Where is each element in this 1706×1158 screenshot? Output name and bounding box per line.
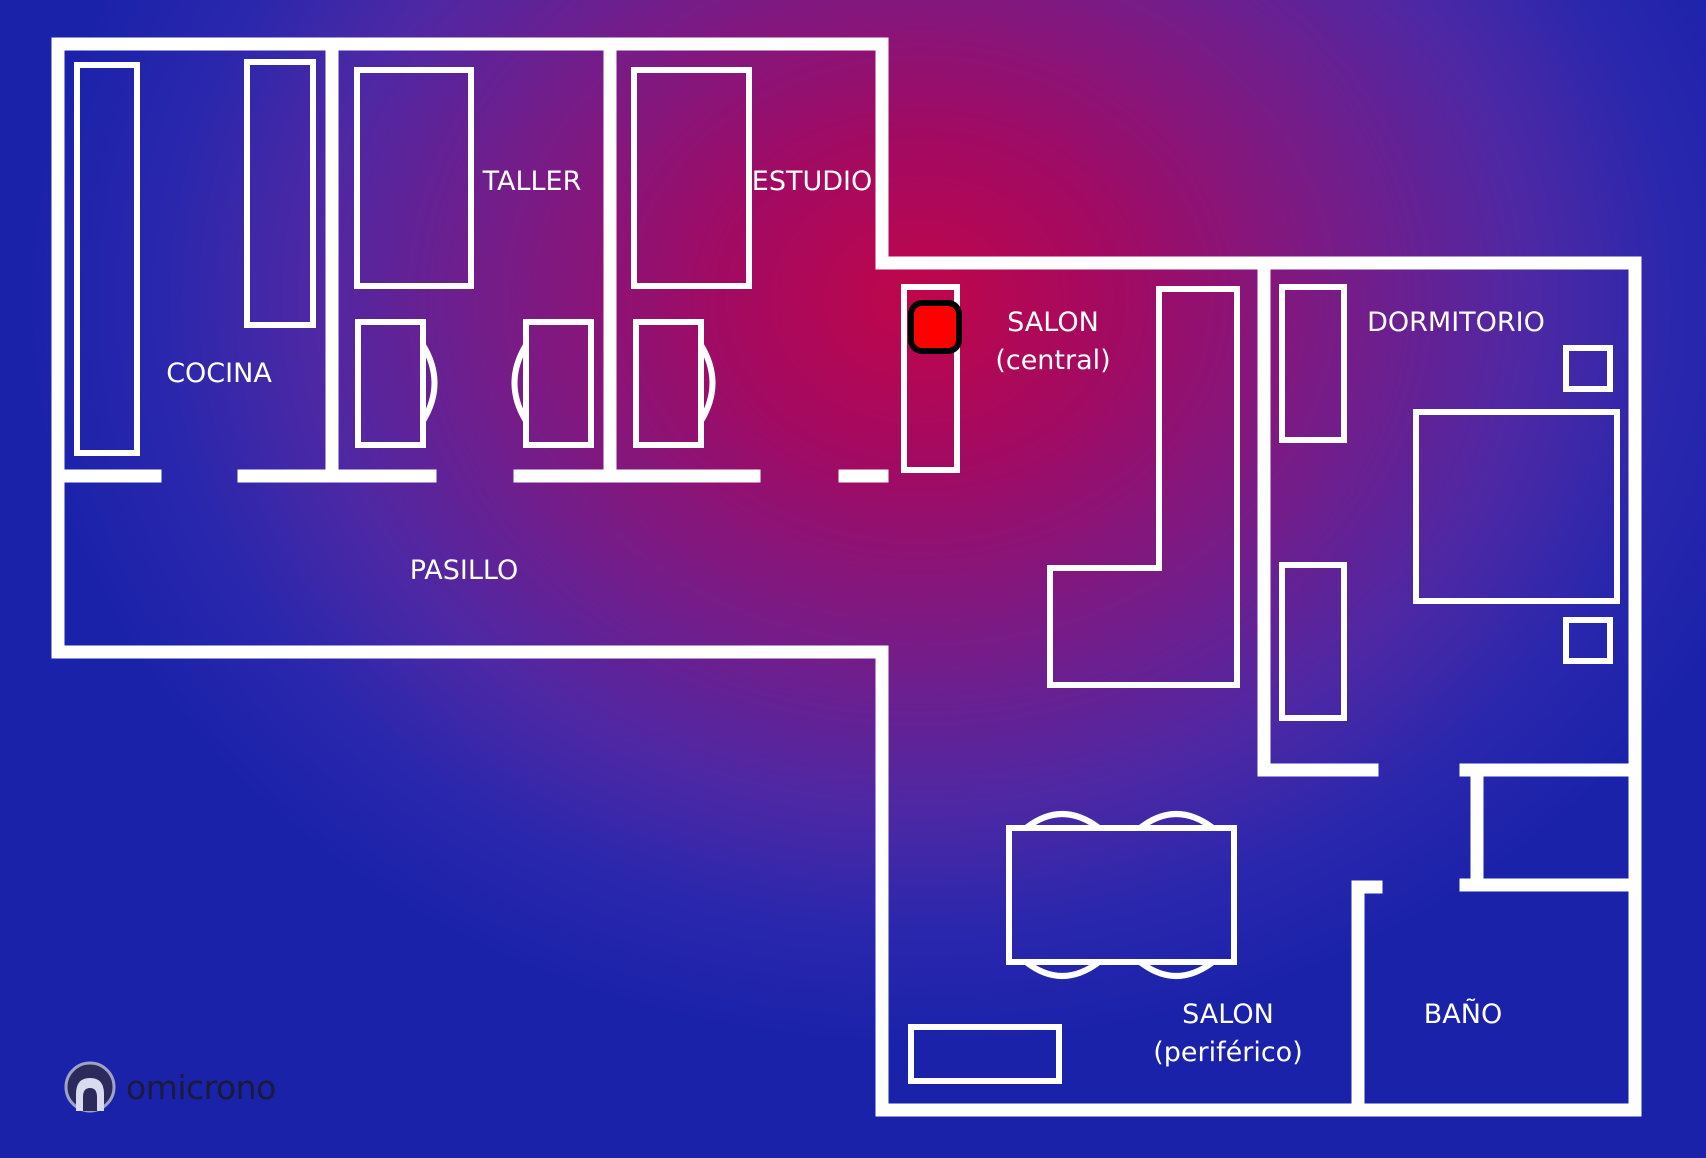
workshop-chair-left-back xyxy=(420,343,438,423)
omicrono-logo-icon xyxy=(64,1061,116,1113)
dining-chair-4 xyxy=(1138,959,1215,979)
label-salon-central-sub: (central) xyxy=(995,345,1110,376)
label-salon-central: SALON xyxy=(1007,307,1099,338)
label-bano: BAÑO xyxy=(1424,998,1502,1030)
dining-table xyxy=(1006,825,1237,965)
label-salon-periferico: SALON xyxy=(1182,999,1274,1030)
brand-name: omicrono xyxy=(126,1068,276,1107)
location-marker xyxy=(908,300,962,354)
label-cocina: COCINA xyxy=(166,358,272,389)
furniture xyxy=(74,59,1620,1084)
study-desk xyxy=(631,67,752,289)
room-labels: COCINA TALLER ESTUDIO PASILLO SALON (cen… xyxy=(166,166,1545,1068)
outer-wall xyxy=(51,37,1642,1117)
kitchen-cabinet xyxy=(244,59,316,328)
nightstand-top xyxy=(1563,345,1613,392)
study-chair-back xyxy=(698,343,716,423)
wardrobe-upper xyxy=(1279,284,1347,443)
tv-stand xyxy=(908,1024,1062,1084)
study-chair xyxy=(633,319,704,448)
label-salon-periferico-sub: (periférico) xyxy=(1153,1037,1303,1068)
dining-chair-3 xyxy=(1024,959,1101,979)
workshop-chair-right xyxy=(523,319,594,448)
dining-chair-2 xyxy=(1138,811,1215,831)
label-estudio: ESTUDIO xyxy=(752,166,872,197)
nightstand-bottom xyxy=(1563,617,1613,664)
dining-chair-1 xyxy=(1024,811,1101,831)
living-shelf xyxy=(901,284,960,473)
brand-logo: omicrono xyxy=(64,1061,276,1113)
workshop-chair-right-back xyxy=(511,343,529,423)
workshop-table xyxy=(354,67,474,289)
kitchen-counter xyxy=(74,62,140,456)
bed xyxy=(1413,409,1620,604)
walls xyxy=(51,37,1642,1117)
l-shaped-sofa xyxy=(1047,286,1240,688)
wardrobe-lower xyxy=(1279,562,1347,721)
label-taller: TALLER xyxy=(482,166,582,197)
label-dormitorio: DORMITORIO xyxy=(1367,307,1545,338)
workshop-chair-left xyxy=(355,319,426,448)
label-pasillo: PASILLO xyxy=(410,555,519,586)
